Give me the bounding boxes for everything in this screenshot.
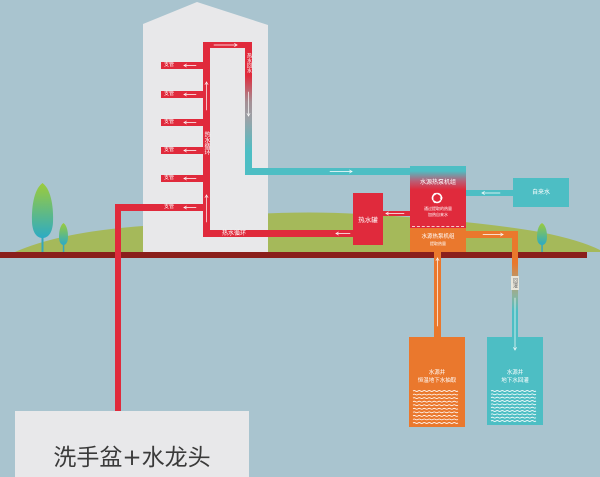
wave-line (412, 415, 459, 417)
wave-line (490, 416, 537, 419)
branch-label: 支管 (164, 204, 175, 210)
heat-pump-unit-description-line-2: 加热自来水 (428, 211, 448, 217)
wave-line (490, 413, 537, 416)
heat-pump-unit-lower-title: 水源热泵机组 (421, 234, 455, 240)
pipe-tap-water (465, 190, 514, 196)
wave-line (412, 400, 459, 403)
wave-line (412, 411, 459, 414)
pipe-ground-water-out (465, 231, 518, 238)
tree-right (537, 223, 547, 252)
heat-pump-unit: 水源热泵机组 通过提取的热量 加热自来水 (410, 166, 466, 228)
hot-water-tank: 热水罐 (353, 193, 383, 245)
wave-line (412, 390, 459, 392)
pipe-extraction (434, 252, 441, 338)
branch-label: 支管 (164, 91, 175, 97)
tap-water-source: 自来水 (513, 178, 569, 207)
wave-line (412, 393, 459, 396)
extraction-well-description: 恒温地下水抽取 (417, 378, 457, 384)
wave-line (490, 406, 537, 409)
heat-pump-unit-lower-description: 提取热量 (430, 241, 446, 246)
wave-line (412, 418, 459, 421)
pipe-return-main (245, 168, 411, 175)
wave-line (490, 396, 537, 399)
wave-line (490, 403, 537, 406)
heat-pump-unit-extraction-section: 水源热泵机组 提取热量 (410, 228, 466, 252)
tap-water-label: 自来水 (531, 188, 550, 196)
pipe-circulation (203, 230, 354, 237)
branch-label: 支管 (164, 147, 175, 153)
wave-line (412, 422, 459, 424)
extraction-well-title: 水源井 (428, 370, 446, 376)
wave-line (412, 397, 459, 399)
reinjection-well-title: 水源井 (506, 370, 524, 376)
circulation-label: 热水循环 (222, 230, 247, 237)
reinjection-pipe-label: 回灌 (511, 276, 519, 290)
wave-line (490, 393, 537, 396)
return-riser-label: 热水回水 (246, 53, 252, 73)
wave-line (412, 404, 459, 407)
cycle-arrows-icon (431, 192, 443, 204)
pipe-branch-6 (115, 204, 210, 211)
branch-label: 支管 (164, 119, 175, 125)
groundwater-waves (490, 390, 537, 422)
reinjection-well-description: 地下水回灌 (501, 378, 529, 384)
wave-line (490, 390, 537, 392)
extraction-well: 水源井 恒温地下水抽取 (409, 337, 465, 427)
wash-basin-fixture-label: 洗手盆+水龙头 (53, 445, 211, 471)
branch-label: 支管 (164, 175, 175, 181)
wave-line (490, 400, 537, 402)
wave-line (412, 407, 459, 410)
pipe-fixture-drop (115, 204, 121, 411)
tree-large-left (31, 183, 54, 252)
heat-pump-unit-description-line-1: 通过提取的热量 (424, 206, 452, 211)
groundwater-waves (412, 390, 459, 424)
tree-small-left (59, 223, 68, 252)
ground-line (0, 252, 587, 258)
pipe-supply-riser (203, 42, 210, 237)
heat-pump-unit-title: 水源热泵机组 (419, 179, 456, 186)
branch-label: 支管 (164, 62, 175, 68)
heat-pump-unit-divider (412, 226, 464, 227)
supply-riser-label: 热水循环 (203, 131, 210, 155)
wave-line (490, 420, 537, 422)
wash-basin-fixture: 洗手盆+水龙头 (15, 411, 249, 477)
hot-water-tank-label: 热水罐 (358, 216, 378, 224)
pipe-tank-to-unit (383, 211, 411, 216)
wave-line (490, 410, 537, 412)
reinjection-well: 水源井 地下水回灌 (487, 337, 543, 425)
